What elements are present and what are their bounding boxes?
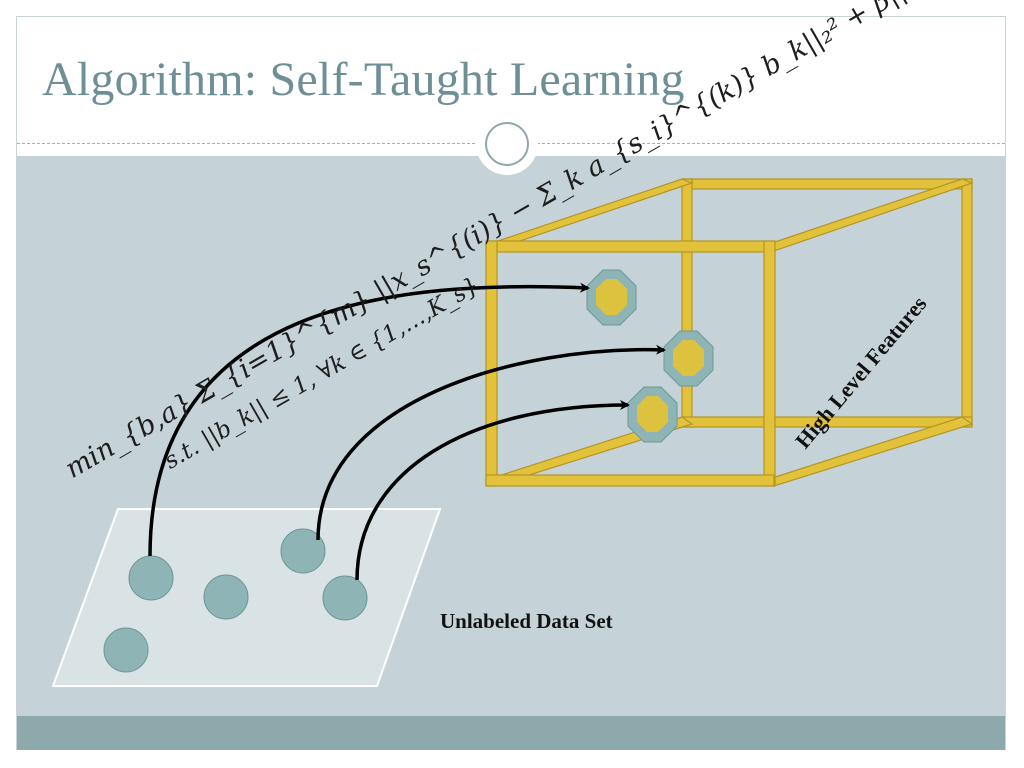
data-point bbox=[128, 555, 174, 601]
cube-edge bbox=[763, 240, 776, 487]
data-point bbox=[203, 574, 249, 620]
arrow-to-feature-1 bbox=[148, 282, 590, 557]
cube-edge bbox=[485, 240, 498, 487]
data-point bbox=[103, 627, 149, 673]
data-point bbox=[322, 575, 368, 621]
cube-edge bbox=[485, 240, 775, 253]
feature-node-core bbox=[637, 396, 668, 432]
slide-title: Algorithm: Self-Taught Learning bbox=[42, 53, 685, 106]
feature-node-core bbox=[596, 279, 627, 315]
unlabeled-data-points bbox=[103, 528, 368, 673]
cube-edge bbox=[764, 178, 974, 252]
divider-ornament-ring bbox=[485, 122, 529, 166]
cube-edge bbox=[961, 178, 973, 428]
cube-edge bbox=[681, 178, 973, 190]
cube-edge bbox=[681, 178, 693, 428]
arrow-to-feature-3 bbox=[355, 400, 630, 581]
cube-edge bbox=[485, 474, 775, 487]
high-level-feature-nodes bbox=[586, 269, 714, 443]
footer-bar bbox=[17, 716, 1005, 750]
unlabeled-data-set-label: Unlabeled Data Set bbox=[440, 609, 613, 633]
feature-node-core bbox=[673, 340, 704, 376]
arrow-to-feature-2 bbox=[316, 344, 666, 541]
data-point bbox=[280, 528, 326, 574]
mapping-arrows bbox=[148, 282, 666, 581]
